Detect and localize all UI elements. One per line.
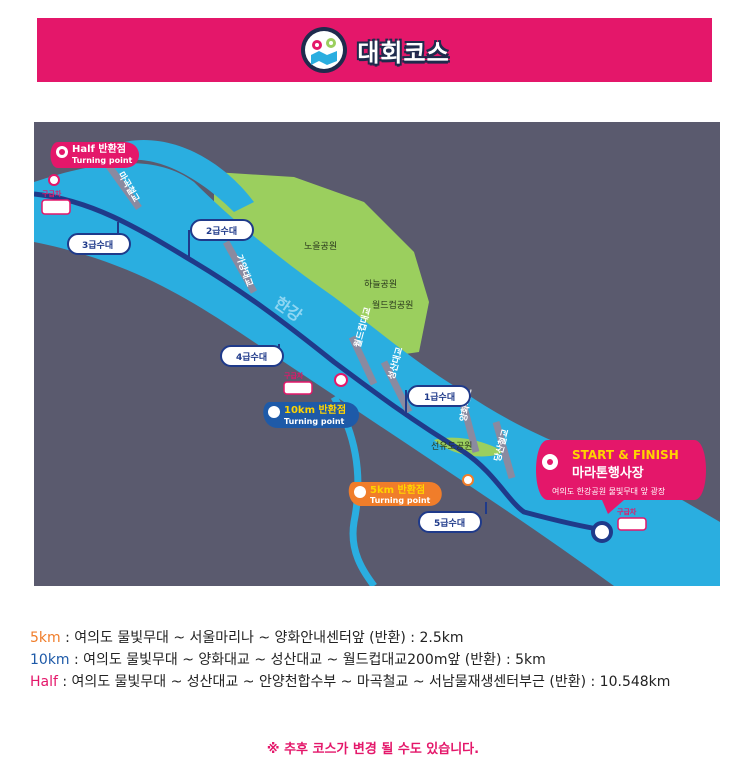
legend-10km-key: 10km: [30, 652, 70, 668]
parks-area: [214, 172, 429, 357]
legend-10km-text: : 여의도 물빛무대 ~ 양화대교 ~ 성산대교 ~ 월드컵대교200m앞 (반…: [69, 652, 546, 668]
header-banner: 대회코스: [37, 18, 712, 82]
water-station-2: 2급수대: [188, 219, 254, 257]
ambulance-half-label: 구급차: [42, 189, 62, 198]
water-station-4-label: 4급수대: [236, 351, 267, 363]
ambulance-half: 구급차: [41, 174, 71, 215]
legend-half: Half : 여의도 물빛무대 ~ 성산대교 ~ 안양천합수부 ~ 마곡철교 ~…: [30, 671, 670, 691]
ten-turning-label: 10km 반환점: [284, 403, 346, 416]
start-finish-callout: START & FINISH 마라톤행사장 여의도 한강공원 물빛무대 앞 광장…: [536, 440, 706, 543]
half-turning-label: Half 반환점: [72, 142, 126, 155]
water-station-1: 1급수대: [405, 385, 471, 417]
park-label-haneul: 하늘공원: [364, 279, 397, 290]
ten-turning-sublabel: Turning point: [284, 417, 345, 426]
turning-point-half: Half 반환점 Turning point: [50, 142, 139, 168]
five-turning-label: 5km 반환점: [370, 483, 425, 496]
page-title: 대회코스: [357, 38, 450, 67]
ambulance-start-label: 구급차: [617, 507, 637, 516]
water-station-5-label: 5급수대: [434, 517, 465, 529]
ambulance-10km-label: 구급차: [284, 371, 304, 380]
legend-5km: 5km : 여의도 물빛무대 ~ 서울마리나 ~ 양화안내센터앞 (반환) : …: [30, 627, 463, 647]
course-map: 마곡철교 가양대교 월드컵대교 성산대교 양화대교 당산철교 한강 노을공원 하…: [34, 122, 720, 586]
map-pin-icon: [301, 27, 348, 73]
water-station-2-label: 2급수대: [206, 225, 237, 237]
park-labels: 노을공원 하늘공원 월드컵공원 선유도공원: [304, 241, 472, 452]
half-turning-sublabel: Turning point: [72, 156, 133, 165]
park-label-seonyudo: 선유도공원: [431, 441, 472, 452]
legend-half-key: Half: [30, 674, 58, 690]
turning-point-5km: 5km 반환점 Turning point: [348, 474, 474, 506]
event-venue-sublabel: 여의도 한강공원 물빛무대 앞 광장: [552, 486, 666, 496]
course-change-note: ※ 추후 코스가 변경 될 수도 있습니다.: [266, 742, 480, 757]
five-turning-sublabel: Turning point: [370, 496, 431, 505]
water-station-5: 5급수대: [418, 502, 487, 533]
water-station-3: 3급수대: [67, 222, 131, 255]
water-station-4: 4급수대: [220, 344, 284, 367]
event-venue-label: 마라톤행사장: [572, 465, 644, 481]
water-stations: 3급수대 2급수대 4급수대 1급수대 5급수대: [67, 219, 487, 533]
route-line: [34, 191, 605, 533]
start-finish-label: START & FINISH: [572, 448, 679, 462]
park-label-noeul: 노을공원: [304, 241, 337, 252]
legend-5km-text: : 여의도 물빛무대 ~ 서울마리나 ~ 양화안내센터앞 (반환) : 2.5k…: [60, 630, 464, 646]
legend-half-text: : 여의도 물빛무대 ~ 성산대교 ~ 안양천합수부 ~ 마곡철교 ~ 서남물재…: [57, 674, 671, 690]
river-north-bank: [124, 140, 254, 212]
legend-5km-key: 5km: [30, 630, 61, 646]
legend-10km: 10km : 여의도 물빛무대 ~ 양화대교 ~ 성산대교 ~ 월드컵대교200…: [30, 649, 546, 669]
park-label-worldcup: 월드컵공원: [372, 299, 413, 311]
turning-point-10km: 10km 반환점 Turning point 구급차: [263, 371, 359, 428]
water-station-3-label: 3급수대: [82, 239, 113, 251]
water-station-1-label: 1급수대: [424, 391, 455, 403]
